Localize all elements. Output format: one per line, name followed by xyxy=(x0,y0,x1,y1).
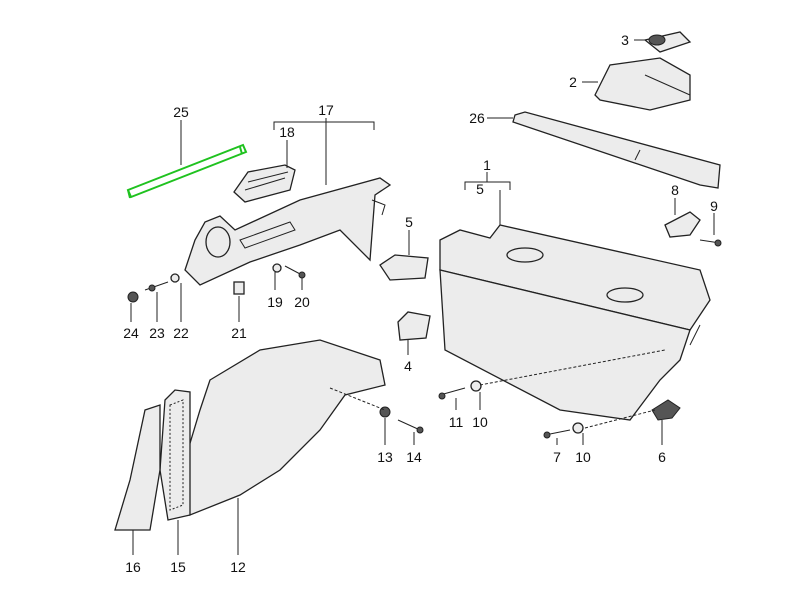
callout-6: 6 xyxy=(658,449,666,465)
callout-3: 3 xyxy=(621,32,629,48)
callout-16: 16 xyxy=(125,559,141,575)
leader-lines xyxy=(130,39,715,555)
part-5-recess-handle[interactable] xyxy=(379,254,429,281)
part-12-wheel-arch-trim[interactable] xyxy=(184,339,386,516)
callout-11: 11 xyxy=(449,414,464,430)
callout-9: 9 xyxy=(710,198,718,214)
part-4-cover[interactable] xyxy=(397,311,431,341)
callout-7: 7 xyxy=(553,449,561,465)
callout-21: 21 xyxy=(231,325,247,341)
callout-15: 15 xyxy=(170,559,186,575)
callout-13: 13 xyxy=(377,449,393,465)
part-25-seal-strip[interactable] xyxy=(126,143,248,199)
callout-1: 1 xyxy=(483,157,491,173)
fasteners xyxy=(127,239,722,439)
part-16-pillar-trim[interactable] xyxy=(114,404,161,531)
part-3-clip[interactable] xyxy=(643,31,692,53)
part-17-side-trim[interactable] xyxy=(184,177,392,286)
callout-10-b: 10 xyxy=(575,449,591,465)
callout-25: 25 xyxy=(173,104,189,120)
callout-10-a: 10 xyxy=(472,414,488,430)
callout-18: 18 xyxy=(279,124,295,140)
callout-22: 22 xyxy=(173,325,189,341)
callout-4: 4 xyxy=(404,358,412,374)
part-18-vent-grille[interactable] xyxy=(233,164,296,203)
callout-26: 26 xyxy=(469,110,485,126)
callout-5: 5 xyxy=(405,214,413,230)
part-2-cover[interactable] xyxy=(594,57,691,111)
part-6-fastener[interactable] xyxy=(651,399,681,421)
callout-19: 19 xyxy=(267,294,283,310)
callout-20: 20 xyxy=(294,294,310,310)
callout-24: 24 xyxy=(123,325,139,341)
callout-5-top: 5 xyxy=(476,181,484,197)
callout-14: 14 xyxy=(406,449,422,465)
part-1-rear-panel[interactable] xyxy=(439,224,711,421)
callout-12: 12 xyxy=(230,559,246,575)
callout-23: 23 xyxy=(149,325,165,341)
callout-17: 17 xyxy=(318,102,334,118)
part-15-panel[interactable] xyxy=(159,389,191,521)
part-26-shelf-strip[interactable] xyxy=(512,111,721,189)
callout-8: 8 xyxy=(671,182,679,198)
callout-2: 2 xyxy=(569,74,577,90)
part-8-bracket[interactable] xyxy=(664,211,701,238)
